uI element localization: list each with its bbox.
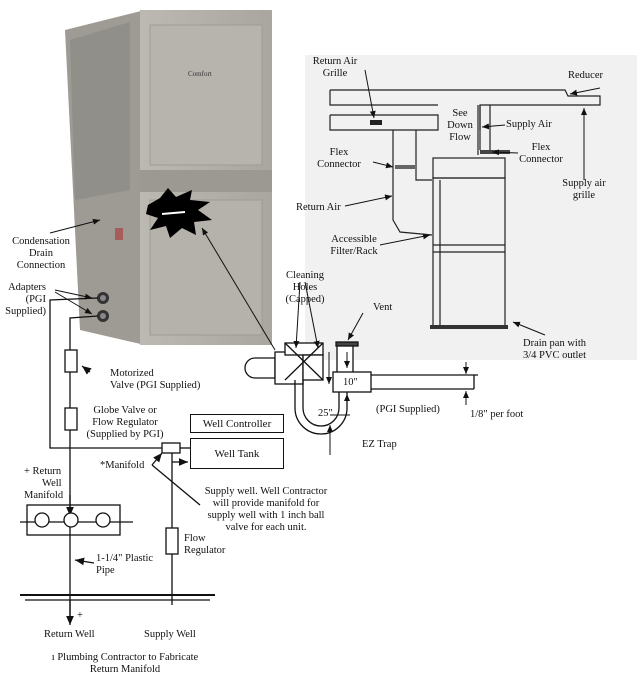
- brand-badge: Comfort: [188, 70, 212, 78]
- slope-label: 1/8" per foot: [470, 409, 524, 420]
- well-tank-box: Well Tank: [190, 438, 284, 469]
- return-well-label: Return Well: [44, 629, 95, 640]
- ez-trap-drawing: [244, 341, 478, 435]
- supply-well-label: Supply Well: [144, 629, 196, 640]
- reducer-label: Reducer: [568, 70, 603, 81]
- pgi-supplied-label: (PGI Supplied): [376, 404, 440, 415]
- dim-25-label: 25": [318, 408, 333, 419]
- ez-trap-label: EZ Trap: [362, 439, 397, 450]
- supply-air-label: Supply Air: [506, 119, 552, 130]
- ductwork-drawing: [305, 55, 637, 360]
- well-controller-box: Well Controller: [190, 414, 284, 433]
- manifold-box: [161, 442, 181, 454]
- flow-regulator: [165, 527, 179, 555]
- manifold-label: *Manifold: [100, 460, 145, 471]
- globe-valve: [64, 407, 78, 431]
- heat-pump-unit: [65, 10, 272, 345]
- plus-mark: +: [77, 610, 83, 621]
- vent-label: Vent: [373, 302, 393, 313]
- motorized-valve: [64, 349, 78, 373]
- piping-lines: [20, 297, 215, 625]
- return-manifold-box: [26, 504, 121, 536]
- return-air-label: Return Air: [296, 202, 341, 213]
- dim-10-label: 10": [343, 377, 358, 388]
